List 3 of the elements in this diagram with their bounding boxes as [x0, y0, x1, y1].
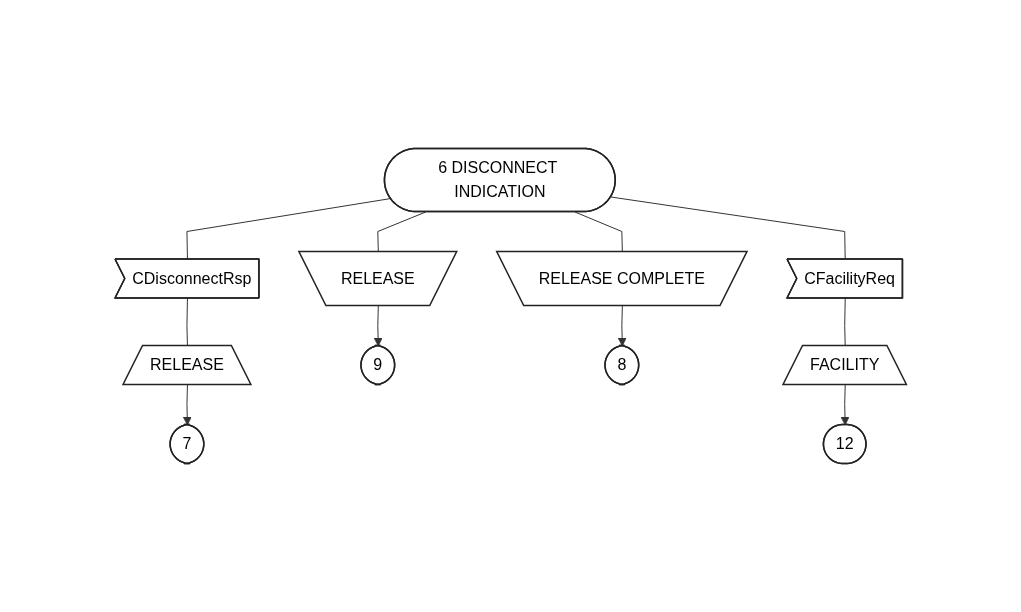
connector: [186, 198, 391, 260]
connector: [610, 196, 846, 260]
arrow: [840, 384, 850, 426]
